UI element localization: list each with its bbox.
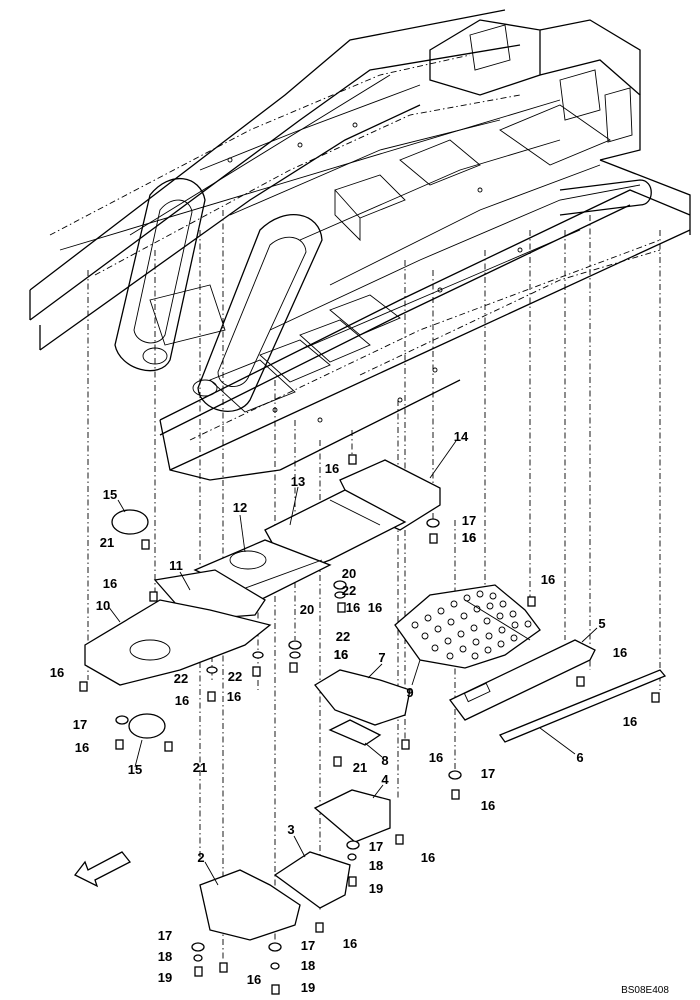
drawing-code: BS08E408 [621, 985, 669, 996]
callout-16: 16 [421, 850, 435, 865]
callout-19: 19 [301, 980, 315, 995]
callout-7: 7 [378, 650, 385, 665]
callout-17: 17 [301, 938, 315, 953]
cover-15-upper [111, 509, 149, 535]
callout-11: 11 [169, 558, 183, 573]
callout-22: 22 [228, 669, 242, 684]
callout-16: 16 [103, 576, 117, 591]
front-direction-arrow [74, 851, 132, 888]
callout-17: 17 [158, 928, 172, 943]
step-6 [498, 669, 667, 743]
cover-10 [84, 599, 272, 686]
cover-2 [199, 869, 301, 941]
step-plate-9 [394, 584, 541, 669]
callout-22: 22 [342, 583, 356, 598]
callout-16: 16 [334, 647, 348, 662]
callout-21: 21 [100, 535, 114, 550]
callout-20: 20 [342, 566, 356, 581]
cover-8 [328, 719, 382, 746]
callout-2: 2 [197, 850, 204, 865]
callout-18: 18 [369, 858, 383, 873]
callout-16: 16 [175, 693, 189, 708]
callout-16: 16 [75, 740, 89, 755]
callout-14: 14 [454, 429, 469, 444]
callout-6: 6 [576, 750, 583, 765]
callout-17: 17 [462, 513, 476, 528]
callout-4: 4 [381, 772, 389, 787]
callout-17: 17 [481, 766, 495, 781]
callout-19: 19 [369, 881, 383, 896]
upper-frame [29, 9, 691, 481]
callout-16: 16 [227, 689, 241, 704]
callout-5: 5 [598, 616, 605, 631]
callout-16: 16 [368, 600, 382, 615]
callout-16: 16 [462, 530, 476, 545]
callout-16: 16 [50, 665, 64, 680]
leader-lines [107, 440, 598, 886]
callout-21: 21 [193, 760, 207, 775]
callout-16: 16 [334, 647, 348, 662]
callout-12: 12 [233, 500, 247, 515]
callout-9: 9 [406, 685, 413, 700]
callout-15: 15 [103, 487, 117, 502]
callout-16: 16 [343, 936, 357, 951]
callout-16: 16 [481, 798, 495, 813]
callout-3: 3 [287, 822, 294, 837]
callout-numbers: 2 3 4 5 6 7 8 9 10 11 12 13 14 15 15 16 … [50, 429, 670, 996]
callout-16: 16 [623, 714, 637, 729]
callout-18: 18 [158, 949, 172, 964]
callout-10: 10 [96, 598, 110, 613]
cover-15-lower [128, 713, 166, 739]
cover-7 [314, 669, 411, 726]
fasteners [79, 454, 660, 995]
callout-8: 8 [381, 753, 388, 768]
callout-16: 16 [325, 461, 339, 476]
callout-20: 20 [300, 602, 314, 617]
callout-18: 18 [301, 958, 315, 973]
callout-16: 16 [346, 600, 360, 615]
callout-13: 13 [291, 474, 305, 489]
callout-16: 16 [541, 572, 555, 587]
callout-22: 22 [336, 629, 350, 644]
callout-16: 16 [247, 972, 261, 987]
callout-22: 22 [174, 671, 188, 686]
cover-4 [313, 789, 391, 843]
callout-16: 16 [613, 645, 627, 660]
callout-17: 17 [369, 839, 383, 854]
callout-16: 16 [429, 750, 443, 765]
callout-16: 16 [462, 530, 476, 545]
callout-15: 15 [128, 762, 142, 777]
callout-17: 17 [73, 717, 87, 732]
callout-19: 19 [158, 970, 172, 985]
callout-21: 21 [353, 760, 367, 775]
step-5 [449, 639, 596, 721]
